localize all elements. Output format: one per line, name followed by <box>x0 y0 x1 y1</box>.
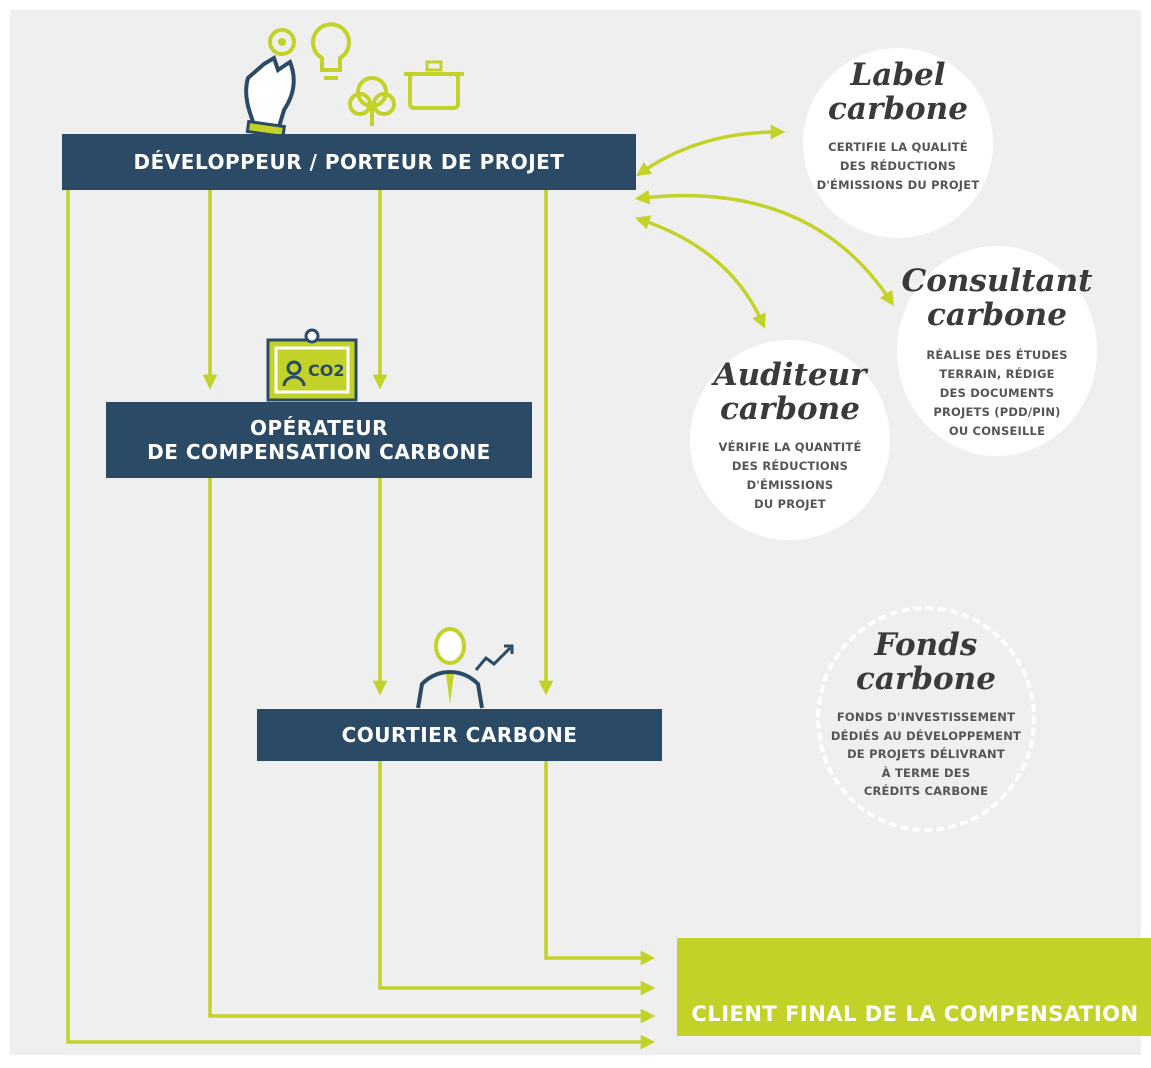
circle-description: CERTIFIE LA QUALITÉ DES RÉDUCTIONS D'ÉMI… <box>803 138 993 195</box>
desc-line: VÉRIFIE LA QUANTITÉ <box>718 440 862 454</box>
hand-gear-icon <box>244 28 296 138</box>
co2-label: CO2 <box>308 361 344 380</box>
pot-icon <box>404 60 464 110</box>
circle-subtitle: carbone <box>720 391 860 427</box>
consultant-carbone-circle: Consultant carbone RÉALISE DES ÉTUDES TE… <box>897 246 1097 456</box>
desc-line: PROJETS (PDD/PIN) <box>933 405 1061 419</box>
desc-line: DU PROJET <box>754 497 826 511</box>
circle-subtitle: carbone <box>856 661 996 697</box>
broker-label: COURTIER CARBONE <box>341 723 578 747</box>
arrow-broker-left-to-client <box>378 755 656 996</box>
developer-icons <box>244 22 464 138</box>
desc-line: OU CONSEILLE <box>948 424 1046 438</box>
desc-line: D'ÉMISSIONS <box>746 478 834 492</box>
arrow-operator-to-client <box>208 472 656 1024</box>
circle-subtitle: carbone <box>927 297 1067 333</box>
desc-line: FONDS D'INVESTISSEMENT <box>836 710 1016 724</box>
label-carbone-circle: Label carbone CERTIFIE LA QUALITÉ DES RÉ… <box>803 48 993 238</box>
operator-label-line2: DE COMPENSATION CARBONE <box>147 440 491 464</box>
desc-line: DÉDIÉS AU DÉVELOPPEMENT <box>830 728 1022 743</box>
operator-label-line1: OPÉRATEUR <box>249 416 389 440</box>
desc-line: D'ÉMISSIONS DU PROJET <box>816 178 980 192</box>
lightbulb-icon <box>311 22 351 80</box>
desc-line: DE PROJETS DÉLIVRANT <box>847 747 1005 761</box>
operator-box: OPÉRATEUR DE COMPENSATION CARBONE <box>106 402 532 478</box>
arrow-dev-consultant <box>634 189 895 307</box>
connector-lines <box>66 124 895 1050</box>
broker-box: COURTIER CARBONE <box>257 709 662 761</box>
developer-label: DÉVELOPPEUR / PORTEUR DE PROJET <box>133 150 565 174</box>
desc-line: TERRAIN, RÉDIGE <box>939 367 1055 381</box>
client-label: CLIENT FINAL DE LA COMPENSATION <box>691 1002 1139 1026</box>
circle-title: Auditeur <box>713 357 867 393</box>
fonds-carbone-circle: Fonds carbone FONDS D'INVESTISSEMENT DÉD… <box>816 606 1036 832</box>
arrow-dev-to-client <box>66 184 656 1050</box>
desc-line: DES DOCUMENTS <box>939 386 1055 400</box>
circle-title: Label <box>850 57 946 93</box>
desc-line: CRÉDITS CARBONE <box>863 784 989 798</box>
circle-title: Consultant <box>901 263 1093 299</box>
desc-line: DES RÉDUCTIONS <box>731 459 849 473</box>
client-box: CLIENT FINAL DE LA COMPENSATION <box>677 938 1151 1036</box>
auditor-carbone-circle: Auditeur carbone VÉRIFIE LA QUANTITÉ DES… <box>690 340 890 540</box>
circle-description: FONDS D'INVESTISSEMENT DÉDIÉS AU DÉVELOP… <box>820 708 1032 801</box>
circle-title: Fonds <box>874 627 978 663</box>
circle-description: VÉRIFIE LA QUANTITÉ DES RÉDUCTIONS D'ÉMI… <box>690 438 890 514</box>
desc-line: DES RÉDUCTIONS <box>839 159 957 173</box>
diagram-canvas: CO2 <box>10 10 1151 1055</box>
co2-badge-icon: CO2 <box>266 328 358 402</box>
desc-line: CERTIFIE LA QUALITÉ <box>828 140 968 154</box>
arrow-dev-label <box>635 124 786 177</box>
circle-subtitle: carbone <box>828 91 968 127</box>
tree-icon <box>348 76 396 126</box>
desc-line: RÉALISE DES ÉTUDES <box>926 348 1068 362</box>
desc-line: À TERME DES <box>881 765 971 780</box>
businessman-chart-icon <box>416 627 514 709</box>
developer-box: DÉVELOPPEUR / PORTEUR DE PROJET <box>62 134 636 190</box>
arrow-dev-auditor <box>635 215 766 329</box>
circle-description: RÉALISE DES ÉTUDES TERRAIN, RÉDIGE DES D… <box>897 346 1097 441</box>
arrow-broker-right-to-client <box>544 755 656 966</box>
